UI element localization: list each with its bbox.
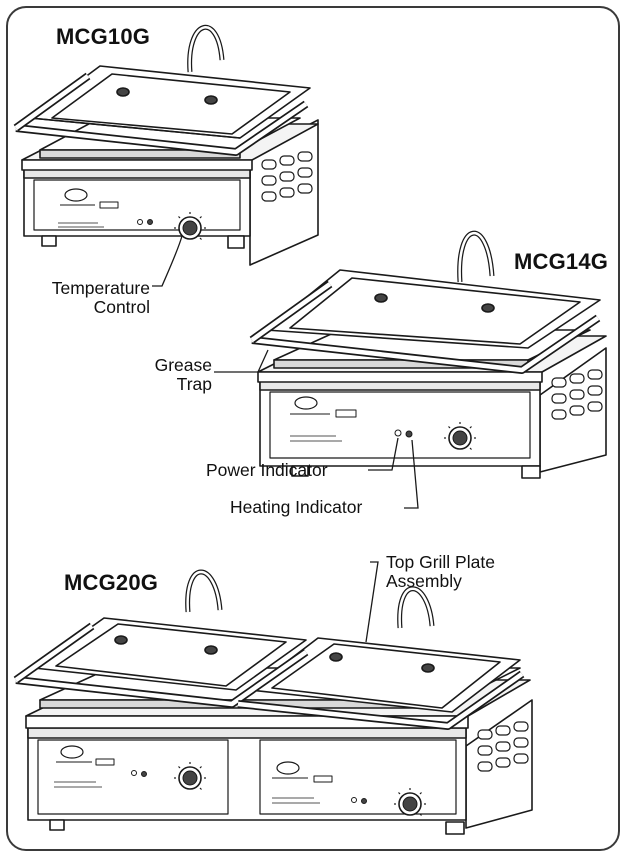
grill-mcg14g xyxy=(249,230,607,479)
model-title-mcg14g: MCG14G xyxy=(514,249,609,274)
leader-grease-trap xyxy=(214,349,269,373)
grill-mcg10g xyxy=(13,24,319,266)
callout-temperature-line2: Control xyxy=(93,297,150,317)
callout-temperature-line1: Temperature xyxy=(51,278,150,298)
leader-power-indicator xyxy=(368,437,399,471)
callout-top-grill-line1: Top Grill Plate xyxy=(386,552,495,572)
leader-temperature-control xyxy=(152,235,183,287)
callout-power-indicator: Power Indicator xyxy=(206,460,328,480)
callout-leaders xyxy=(152,235,419,643)
callout-heating-indicator: Heating Indicator xyxy=(230,497,363,517)
grill-mcg20g xyxy=(13,569,533,835)
model-title-mcg10g: MCG10G xyxy=(56,24,151,49)
callout-top-grill-line2: Assembly xyxy=(386,571,462,591)
model-title-mcg20g: MCG20G xyxy=(64,570,159,595)
callout-grease-line2: Trap xyxy=(176,374,212,394)
callout-grease-trap: Grease Trap xyxy=(140,356,212,394)
leader-top-grill-plate xyxy=(365,561,379,643)
leader-heating-indicator xyxy=(404,439,419,509)
callout-grease-line1: Grease xyxy=(154,355,212,375)
callout-temperature-control: Temperature Control xyxy=(22,279,150,317)
callout-top-grill-plate: Top Grill Plate Assembly xyxy=(386,553,495,591)
